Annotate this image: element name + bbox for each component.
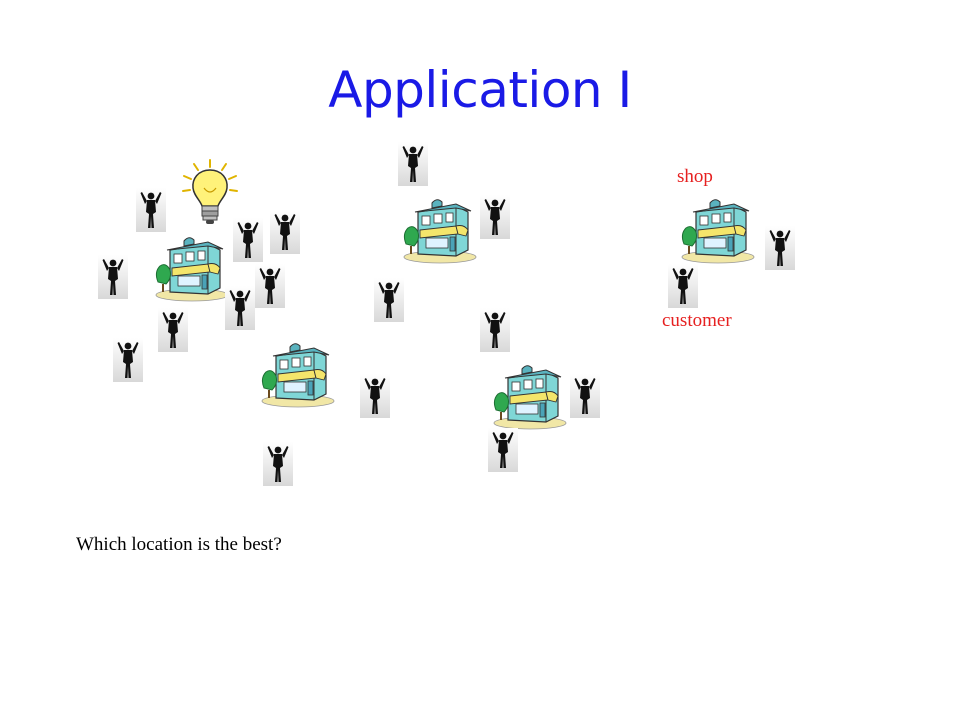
customer-icon xyxy=(263,442,293,486)
lightbulb-icon xyxy=(180,158,240,228)
legend-shop-label: shop xyxy=(677,166,713,187)
customer-icon xyxy=(570,374,600,418)
legend-shop-icon xyxy=(676,194,756,264)
customer-icon xyxy=(98,255,128,299)
shop-icon xyxy=(256,338,336,408)
customer-icon xyxy=(136,188,166,232)
customer-icon xyxy=(225,286,255,330)
customer-icon xyxy=(765,226,795,270)
customer-icon xyxy=(398,142,428,186)
customer-icon xyxy=(270,210,300,254)
customer-icon xyxy=(480,195,510,239)
customer-icon xyxy=(113,338,143,382)
legend-customer-icon xyxy=(668,264,698,308)
question-text: Which location is the best? xyxy=(76,534,282,555)
customer-icon xyxy=(360,374,390,418)
customer-icon xyxy=(233,218,263,262)
customer-icon xyxy=(255,264,285,308)
shop-icon xyxy=(398,194,478,264)
customer-icon xyxy=(374,278,404,322)
slide-title: Application I xyxy=(328,61,632,119)
customer-icon xyxy=(488,428,518,472)
shop-icon xyxy=(488,360,568,430)
customer-icon xyxy=(158,308,188,352)
customer-icon xyxy=(480,308,510,352)
shop-icon xyxy=(150,232,230,302)
legend-customer-label: customer xyxy=(662,310,732,331)
